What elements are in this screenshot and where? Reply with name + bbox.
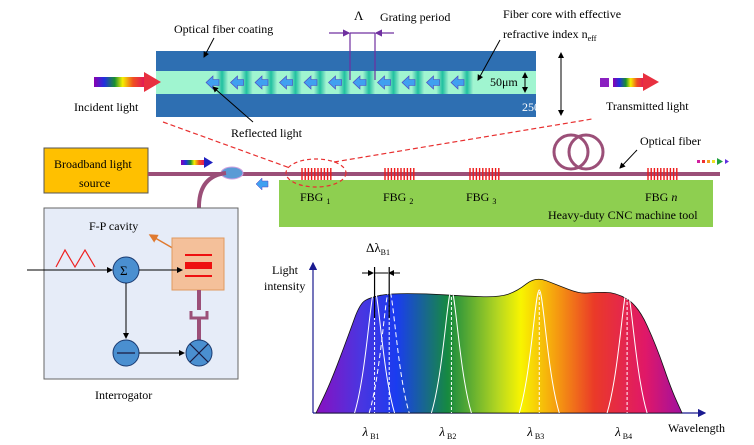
peak-label: λ B2 — [438, 424, 456, 441]
fbg-label: FBG 2 — [383, 190, 413, 206]
machine-tool-label: Heavy-duty CNC machine tool — [548, 208, 698, 222]
grating-band — [387, 71, 400, 94]
grating-band — [240, 71, 253, 94]
fbg-label: FBG n — [645, 190, 677, 204]
sensing-system: Heavy-duty CNC machine tool Broadband li… — [43, 133, 729, 322]
reflection-peaks — [354, 289, 648, 414]
grating-band — [412, 71, 424, 94]
transmitted-light-arrow — [600, 73, 659, 91]
grating-band — [314, 71, 326, 94]
output-light-arrow — [697, 158, 729, 165]
core-diameter-label: 50μm — [490, 75, 518, 89]
grating-band — [216, 71, 228, 94]
optical-fiber-label: Optical fiber — [640, 134, 701, 148]
reflection-peak — [518, 289, 560, 414]
spectrum-envelope — [315, 278, 683, 414]
coating-diameter-label: 250μm — [522, 100, 556, 114]
peak-label: λ B1 — [362, 424, 380, 441]
coating-label: Optical fiber coating — [174, 22, 273, 36]
grating-period-label: Grating period — [380, 10, 450, 24]
x-axis-label: Wavelength — [668, 421, 725, 435]
sum-symbol: Σ — [120, 263, 128, 278]
reflected-arrow-icon — [401, 75, 416, 90]
peak-label: λ B3 — [526, 424, 544, 441]
reflected-arrow-icon — [328, 75, 342, 90]
reflected-arrow-icon — [303, 75, 318, 90]
reflected-arrow-icon — [426, 75, 440, 90]
incident-light-label: Incident light — [74, 100, 139, 114]
fiber-detail: Incident light Transmitted light Optical… — [74, 7, 689, 169]
fbg1-highlight — [285, 158, 347, 188]
light-source-box[interactable] — [43, 147, 149, 194]
reflected-arrow-icon — [230, 75, 244, 90]
reflected-light-label: Reflected light — [231, 126, 303, 140]
y-axis-label-line1: Light — [272, 263, 299, 277]
fbg-sensor[interactable] — [384, 168, 415, 180]
reflected-return-arrow — [255, 177, 269, 191]
incident-light-arrow — [94, 72, 161, 92]
grating-band — [436, 71, 449, 94]
grating-band — [363, 71, 375, 94]
reflected-arrow-icon — [450, 75, 465, 90]
fbg-label: FBG 3 — [466, 190, 496, 206]
fbg-sensor[interactable] — [647, 168, 678, 180]
light-source-label-line1: Broadband light — [54, 157, 132, 171]
forward-light-arrow — [181, 157, 213, 168]
fbg-sensor[interactable] — [301, 168, 332, 180]
reflected-arrow-icon — [279, 75, 293, 90]
transmitted-light-label: Transmitted light — [606, 99, 689, 113]
machine-tool-base — [279, 180, 713, 227]
interrogator: F-P cavity Σ Interrogator — [27, 207, 239, 402]
reflected-arrows — [205, 75, 465, 90]
light-source-label-line2: source — [79, 176, 110, 190]
reflection-peak — [430, 289, 472, 414]
peak-label: λ B4 — [614, 424, 632, 441]
fp-cavity-label: F-P cavity — [89, 219, 138, 233]
fbg-label: FBG 1 — [300, 190, 330, 206]
shift-label: ΔλB1 — [366, 240, 390, 257]
fbg-sensors: FBG 1 FBG 2 FBG 3 FBG n — [300, 168, 678, 206]
grating-bands — [216, 71, 473, 94]
reflected-arrow-icon — [352, 75, 367, 90]
core-label-line2: refractive index neff — [503, 27, 597, 43]
fiber-coating-top — [156, 51, 536, 71]
grating-band — [265, 71, 277, 94]
y-axis-label-line2: intensity — [264, 279, 305, 293]
grating-band — [338, 71, 351, 94]
reflected-arrow-icon — [377, 75, 391, 90]
peak-labels: λ B1 λ B2 λ B3 λ B4 — [362, 424, 633, 441]
core-label-line1: Fiber core with effective — [503, 7, 621, 21]
ramp-signal-icon — [55, 248, 96, 269]
reflected-arrow-icon — [254, 75, 269, 90]
spectrum-chart: λ B1 λ B2 λ B3 λ B4 Light intensity Wavelen… — [264, 240, 725, 441]
interrogator-label: Interrogator — [95, 388, 152, 402]
grating-band — [289, 71, 302, 94]
fiber-coating-bottom — [156, 94, 536, 117]
lambda-symbol: Λ — [354, 8, 364, 23]
fbg-sensor[interactable] — [469, 168, 500, 180]
reflection-peak — [606, 289, 648, 414]
grating-band — [461, 71, 473, 94]
